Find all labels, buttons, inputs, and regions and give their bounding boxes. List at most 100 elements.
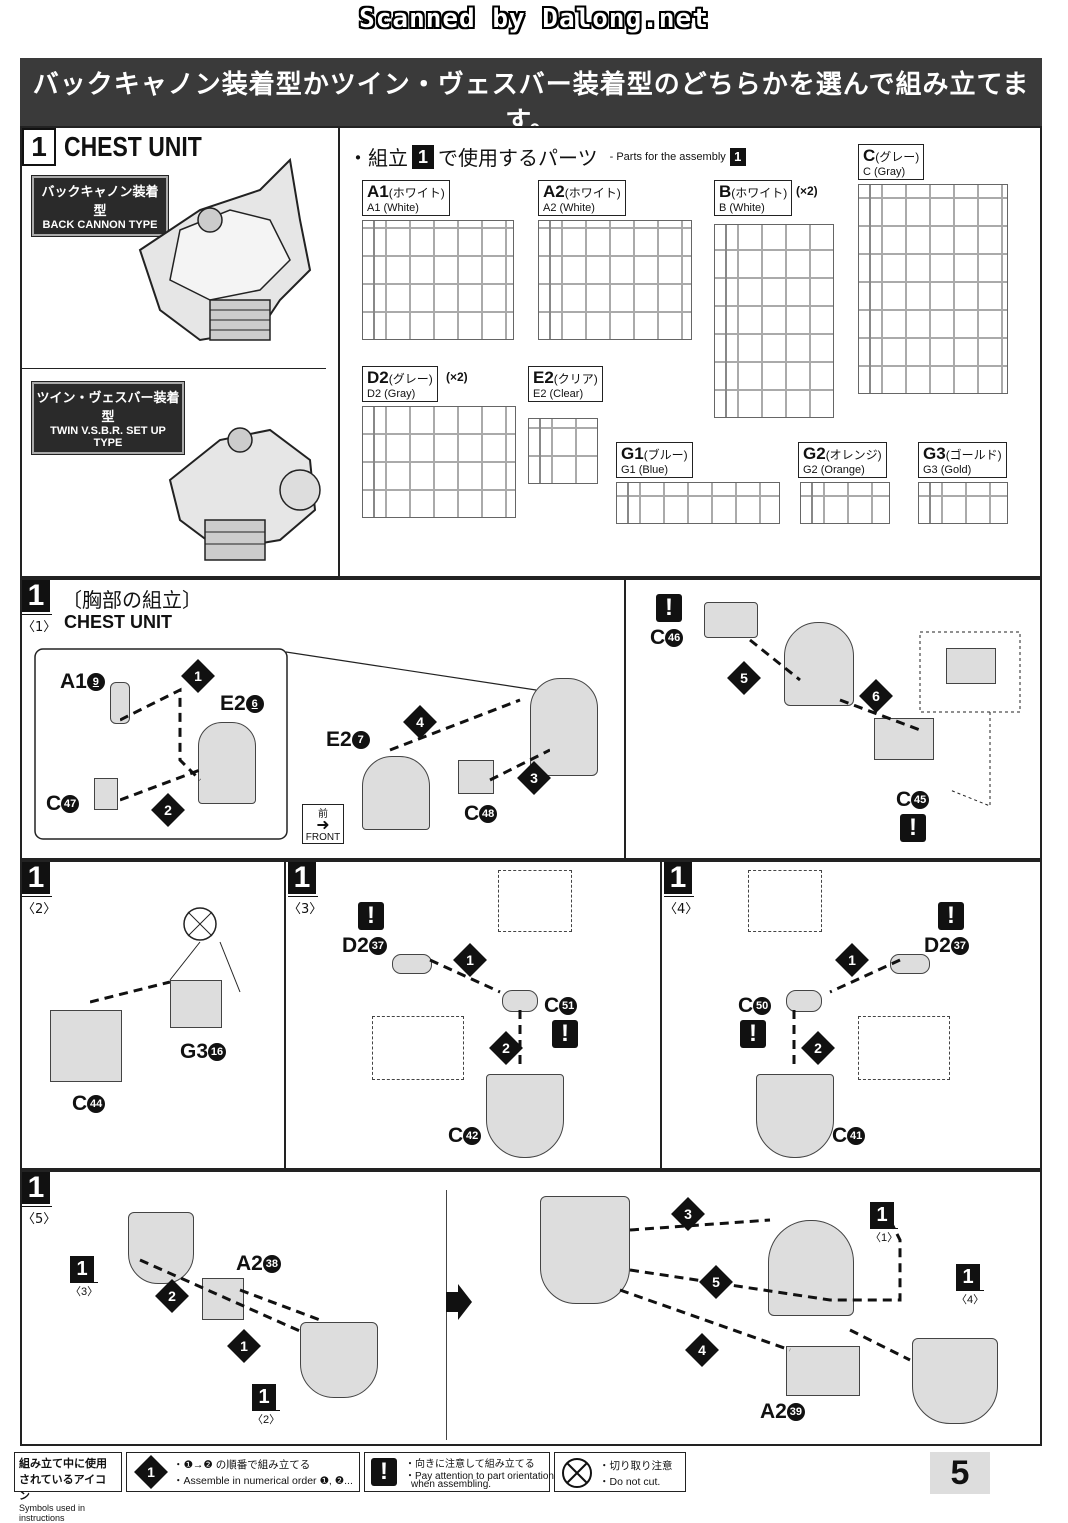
step-order-5: 5 [727,661,761,695]
divider [284,862,286,1168]
part-clear-dome [198,722,256,804]
assembly-arrows-sub [120,687,202,802]
detail-view-d2-37 [372,1016,464,1080]
legend-title: 組み立て中に使用 されているアイコン Symbols used in instr… [14,1452,122,1523]
part-c-46 [704,602,758,638]
runner-a2 [538,220,692,340]
step-order-1: 1 [835,943,869,977]
part-a1-9 [110,682,130,724]
divider [624,580,626,858]
step-1-1-panel [20,578,1042,860]
runner-label-c: C(グレー) C (Gray) [858,144,925,180]
runner-label-g2: G2(オレンジ) G2 (Orange) [798,442,887,478]
step-order-1: 1 [181,659,215,693]
orientation-warning-icon: ! [371,1458,397,1486]
step-order-1: 1 [453,943,487,977]
steps-2-4-panel [20,860,1042,1170]
step-number: 1 [22,862,50,894]
do-not-cut-detail [90,907,241,1004]
orientation-warning-icon: ! [938,902,964,930]
part-c-42 [486,1074,564,1158]
part-step3-assembly [128,1212,194,1284]
part-c-47 [94,778,118,810]
part-combined-assembly [540,1196,630,1304]
detail-view-c51 [498,870,572,932]
section-number: 1 [22,128,56,166]
divider [446,1190,447,1440]
ref-step-1-4: 1 〈4〉 [956,1264,985,1306]
ref-step-1-3: 1 〈3〉 [70,1256,99,1298]
runner-qty-b: (×2) [796,184,818,198]
step-order-2: 2 [151,793,185,827]
orientation-warning-icon: ! [656,594,682,622]
step-title-en: CHEST UNIT [64,612,172,632]
part-a2-39 [786,1346,860,1396]
orientation-warning-icon: ! [900,814,926,842]
orientation-warning-icon: ! [358,902,384,930]
parts-frame [20,126,1042,578]
step-order-1: 1 [227,1329,261,1363]
runner-g2 [800,482,890,524]
part-d2-37 [392,954,432,974]
runner-label-e2: E2(クリア) E2 (Clear) [528,366,603,402]
runner-label-g1: G1(ブルー) G1 (Blue) [616,442,693,478]
part-head-assembly [784,622,854,706]
banner-jp: バックキャノン装着型かツイン・ヴェスバー装着型のどちらかを選んで組み立てます。 [32,69,1030,136]
runner-b [714,224,834,418]
part-step4-assembly [912,1338,998,1424]
orientation-warning-icon: ! [740,1020,766,1048]
part-a2-38 [202,1278,244,1320]
assembly-arrows-5-left [139,1258,321,1342]
runner-label-b: B(ホワイト) B (White) [714,180,793,216]
detail-view-d2-37 [858,1016,950,1080]
part-step2-assembly [300,1322,378,1398]
divider [338,126,340,578]
step-order-4: 4 [685,1333,719,1367]
step-order-3: 3 [671,1197,705,1231]
next-arrow-icon [446,1284,472,1320]
page-number: 5 [930,1452,990,1494]
section-title: CHEST UNIT [64,131,202,162]
runner-d2 [362,406,516,518]
substep-label: 〈3〉 [288,896,322,917]
step-order-3: 3 [517,761,551,795]
step-1-5-panel [20,1170,1042,1446]
part-c-44 [50,1010,122,1082]
back-cannon-chest-illustration [138,157,312,342]
do-not-cut-icon [562,1458,592,1488]
tag-back-cannon: バックキャノン装着型 BACK CANNON TYPE [32,176,168,236]
step-order-2: 2 [489,1031,523,1065]
step-order-2: 2 [801,1031,835,1065]
substep-label: 〈4〉 [664,896,698,917]
step-number: 1 [288,862,316,894]
part-d2-37 [890,954,930,974]
runner-c [858,184,1008,394]
part-g3-16 [170,980,222,1028]
assembly-arrows-main [389,698,550,782]
detail-view-c50 [748,870,822,932]
legend-order: 1 ・❶→❷ の順番で組み立てる ・Assemble in numerical … [126,1452,360,1492]
ref-step-1-1: 1 〈1〉 [870,1202,899,1244]
runner-label-a1: A1(ホワイト) A1 (White) [362,180,450,216]
part-c-50 [786,990,822,1012]
step-number: 1 [22,1172,50,1204]
substep-label: 〈2〉 [22,896,56,917]
callout-connector [286,651,537,691]
part-c-41 [756,1074,834,1158]
legend-orientation: ! ・向きに注意して組み立てる ・Pay attention to part o… [364,1452,554,1492]
ref-step-1-2: 1 〈2〉 [252,1384,281,1426]
section-header: 1 CHEST UNIT [22,128,232,166]
runner-qty-d2: (×2) [446,370,468,384]
